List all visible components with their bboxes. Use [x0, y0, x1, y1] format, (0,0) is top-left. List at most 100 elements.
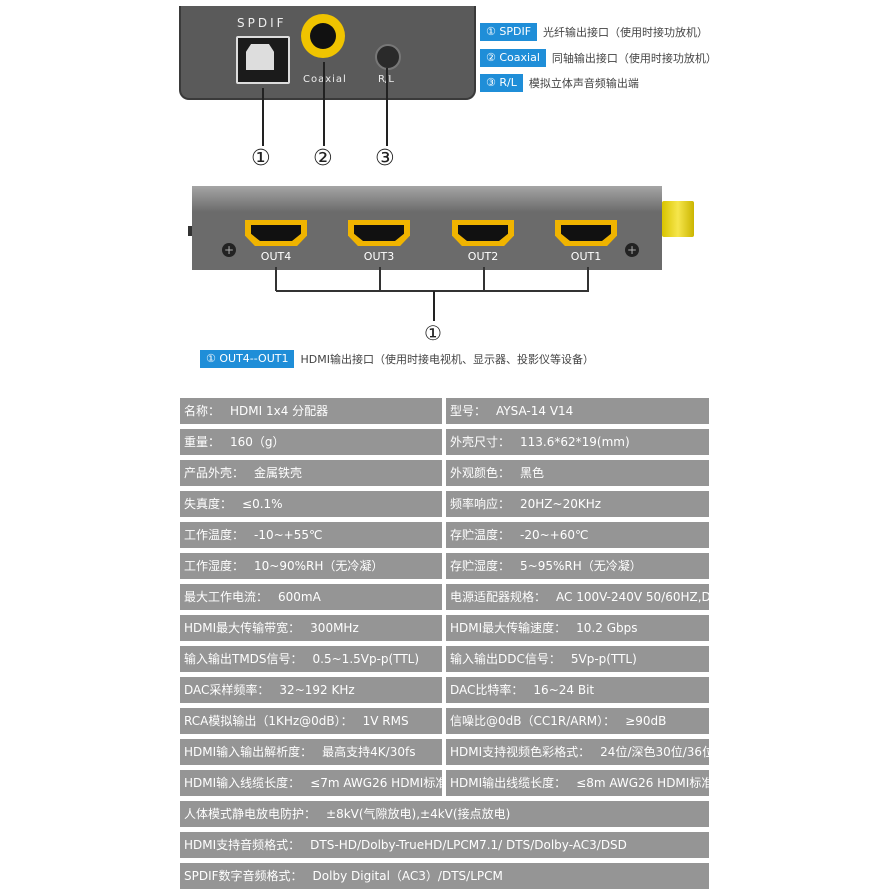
spec-key: 电源适配器规格： — [450, 590, 547, 604]
spec-value: AC 100V-240V 50/60HZ,DC 5V/1A — [556, 590, 709, 604]
legend-desc: 同轴输出接口（使用时接功放机） — [551, 52, 717, 65]
spec-cell: 最大工作电流：600mA — [180, 584, 442, 610]
spec-value: 最高支持4K/30fs — [322, 745, 416, 759]
spec-value: 1V RMS — [362, 714, 409, 728]
spec-key: 产品外壳： — [184, 466, 245, 480]
hdmi-port-socket — [458, 225, 508, 241]
hdmi-port-socket — [251, 225, 301, 241]
spec-value: ≤8m AWG26 HDMI标准线 — [576, 776, 709, 790]
spec-cell: HDMI最大传输带宽：300MHz — [180, 615, 442, 641]
spec-cell: 人体模式静电放电防护：±8kV(气隙放电),±4kV(接点放电) — [180, 801, 709, 827]
spec-key: 信噪比@0dB（CC1R/ARM）： — [450, 714, 616, 728]
spec-key: 输入输出TMDS信号： — [184, 652, 303, 666]
bracket-line — [275, 267, 277, 291]
spec-value: 24位/深色30位/36位 — [600, 745, 709, 759]
spec-key: 工作湿度： — [184, 559, 245, 573]
rl-audio-jack — [375, 44, 401, 70]
spec-value: 0.5~1.5Vp-p(TTL) — [312, 652, 420, 666]
spec-cell: 输入输出TMDS信号： 0.5~1.5Vp-p(TTL) — [180, 646, 442, 672]
spec-key: HDMI支持音频格式： — [184, 838, 301, 852]
spec-key: 工作温度： — [184, 528, 245, 542]
side-stub — [188, 226, 192, 236]
spec-cell: HDMI支持音频格式：DTS-HD/Dolby-TrueHD/LPCM7.1/ … — [180, 832, 709, 858]
spec-value: -10~+55℃ — [254, 528, 323, 542]
spec-value: 金属铁壳 — [254, 466, 303, 480]
legend-tag: ① OUT4--OUT1 — [200, 350, 295, 368]
spec-cell: 产品外壳： 金属铁壳 — [180, 460, 442, 486]
spec-value: 10.2 Gbps — [576, 621, 638, 635]
spec-value: Dolby Digital（AC3）/DTS/LPCM — [312, 869, 503, 883]
spec-value: ≤0.1% — [242, 497, 283, 511]
coaxial-port-socket — [310, 23, 336, 49]
spec-cell: DAC比特率：16~24 Bit — [446, 677, 709, 703]
spec-cell: 输入输出DDC信号： 5Vp-p(TTL) — [446, 646, 709, 672]
screw-icon: + — [222, 243, 236, 257]
spec-value: 32~192 KHz — [279, 683, 355, 697]
spec-key: 名称： — [184, 404, 221, 418]
spec-value: 16~24 Bit — [533, 683, 595, 697]
spec-key: HDMI输入线缆长度： — [184, 776, 301, 790]
legend-row-coaxial: ② Coaxial 同轴输出接口（使用时接功放机） — [480, 49, 717, 67]
spec-key: 重量： — [184, 435, 221, 449]
spec-cell: HDMI输出线缆长度：≤8m AWG26 HDMI标准线 — [446, 770, 709, 796]
spec-value: ≤7m AWG26 HDMI标准线 — [310, 776, 442, 790]
spec-key: SPDIF数字音频格式： — [184, 869, 303, 883]
bracket-bar — [276, 290, 589, 292]
spec-cell: 电源适配器规格： AC 100V-240V 50/60HZ,DC 5V/1A — [446, 584, 709, 610]
spec-cell: 重量：160（g） — [180, 429, 442, 455]
legend-row-spdif: ① SPDIF 光纤输出接口（使用时接功放机） — [480, 23, 708, 41]
outputs-callout-marker: ① — [424, 321, 442, 345]
spec-key: 存贮温度： — [450, 528, 511, 542]
spec-value: 600mA — [278, 590, 321, 604]
spec-value: 5Vp-p(TTL) — [570, 652, 637, 666]
spec-key: DAC采样频率： — [184, 683, 270, 697]
legend-desc: 模拟立体声音频输出端 — [528, 77, 639, 90]
legend-tag: ① SPDIF — [480, 23, 538, 41]
callout-marker-2: ② — [313, 146, 333, 171]
spec-cell: RCA模拟输出（1KHz@0dB）： 1V RMS — [180, 708, 442, 734]
spec-value: ≥90dB — [625, 714, 667, 728]
spec-cell: HDMI支持视频色彩格式：24位/深色30位/36位 — [446, 739, 709, 765]
spec-key: 外观颜色： — [450, 466, 511, 480]
legend-desc: HDMI输出接口（使用时接电视机、显示器、投影仪等设备） — [300, 353, 594, 366]
spec-cell: 型号： AYSA-14 V14 — [446, 398, 709, 424]
legend-row-outputs: ① OUT4--OUT1 HDMI输出接口（使用时接电视机、显示器、投影仪等设备… — [200, 350, 594, 368]
spec-cell: HDMI输入输出解析度： 最高支持4K/30fs — [180, 739, 442, 765]
spec-cell: HDMI输入线缆长度： ≤7m AWG26 HDMI标准线 — [180, 770, 442, 796]
spec-value: AYSA-14 V14 — [496, 404, 574, 418]
spec-key: 输入输出DDC信号： — [450, 652, 561, 666]
screw-icon: + — [625, 243, 639, 257]
spec-key: HDMI最大传输速度： — [450, 621, 567, 635]
spec-cell: 外观颜色： 黑色 — [446, 460, 709, 486]
spec-value: HDMI 1x4 分配器 — [230, 404, 329, 418]
hdmi-input-plug — [662, 201, 694, 237]
bracket-line — [587, 267, 589, 291]
callout-line-3 — [386, 68, 388, 146]
spec-cell: HDMI最大传输速度： 10.2 Gbps — [446, 615, 709, 641]
spec-value: 10~90%RH（无冷凝） — [254, 559, 384, 573]
out1-label: OUT1 — [570, 250, 602, 263]
callout-line-2 — [323, 62, 325, 146]
spec-key: HDMI最大传输带宽： — [184, 621, 301, 635]
hdmi-port-socket — [354, 225, 404, 241]
spec-key: HDMI输入输出解析度： — [184, 745, 313, 759]
spec-key: 型号： — [450, 404, 487, 418]
spec-value: 黑色 — [520, 466, 545, 480]
spec-cell: 信噪比@0dB（CC1R/ARM）： ≥90dB — [446, 708, 709, 734]
callout-marker-3: ③ — [375, 146, 395, 171]
spec-key: 人体模式静电放电防护： — [184, 807, 317, 821]
spec-key: 失真度： — [184, 497, 233, 511]
spec-cell: 失真度： ≤0.1% — [180, 491, 442, 517]
bracket-stem — [433, 291, 435, 321]
spdif-port-label: SPDIF — [237, 16, 287, 30]
spec-cell: SPDIF数字音频格式： Dolby Digital（AC3）/DTS/LPCM — [180, 863, 709, 889]
bracket-line — [379, 267, 381, 291]
spec-key: 频率响应： — [450, 497, 511, 511]
bracket-line — [483, 267, 485, 291]
spec-value: 113.6*62*19(mm) — [520, 435, 630, 449]
spec-cell: 工作温度： -10~+55℃ — [180, 522, 442, 548]
spec-key: 外壳尺寸： — [450, 435, 511, 449]
legend-tag: ② Coaxial — [480, 49, 546, 67]
spec-key: RCA模拟输出（1KHz@0dB）： — [184, 714, 353, 728]
legend-tag: ③ R/L — [480, 74, 523, 92]
